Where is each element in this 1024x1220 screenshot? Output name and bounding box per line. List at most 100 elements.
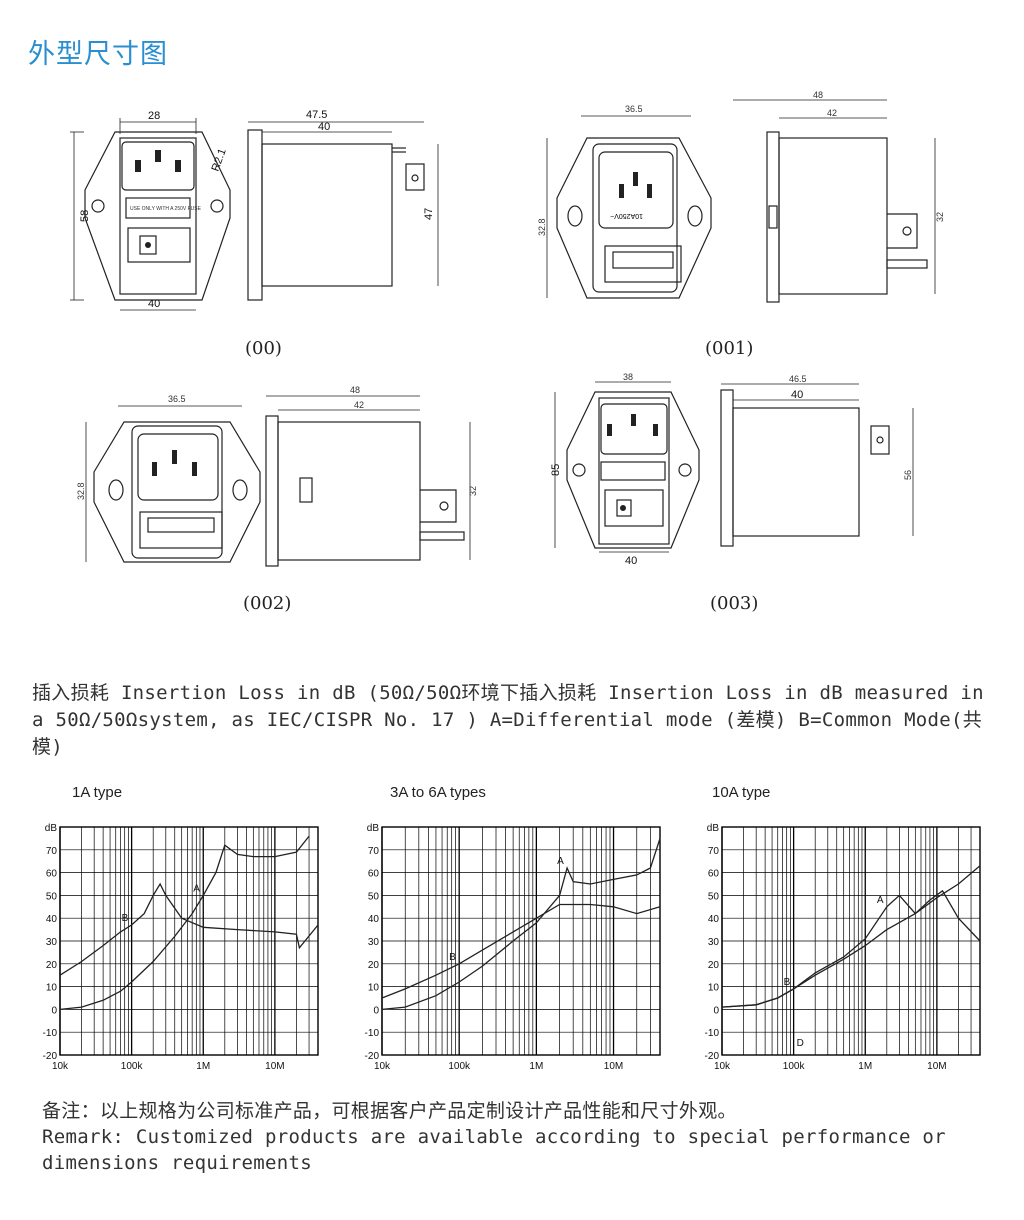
y-tick-label: -10	[705, 1028, 720, 1039]
remark: 备注：以上规格为公司标准产品，可根据客户产品定制设计产品性能和尺寸外观。 Rema…	[42, 1098, 1002, 1176]
y-tick-label: 60	[708, 869, 720, 880]
y-tick-label: 10	[368, 983, 380, 994]
x-tick-label: 1M	[858, 1061, 872, 1072]
y-tick-label: 20	[46, 960, 58, 971]
y-tick-label: 0	[373, 1005, 379, 1016]
dim-w-side-body: 42	[827, 108, 837, 118]
y-tick-label: -20	[705, 1051, 720, 1062]
dim-w-front: 36.5	[625, 104, 643, 114]
series-label-B: B	[122, 913, 129, 924]
dim-h-side: 56	[903, 470, 913, 480]
y-tick-label: -20	[365, 1051, 380, 1062]
dim-radius: R2.1	[210, 147, 229, 173]
y-tick-label: 30	[708, 937, 720, 948]
rating-label: 10A250V~	[610, 212, 643, 219]
series-label-B: B	[449, 952, 456, 963]
caption-00: (00)	[245, 338, 282, 359]
dim-w-side-total: 47.5	[306, 109, 327, 121]
caption-002: (002)	[243, 593, 292, 614]
remark-en: Remark: Customized products are availabl…	[42, 1126, 958, 1174]
socket-pin	[155, 150, 161, 162]
chart-title-3a6a: 3A to 6A types	[390, 784, 486, 801]
caption-001: (001)	[705, 338, 754, 359]
x-tick-label: 1M	[196, 1061, 210, 1072]
series-label-A: A	[557, 856, 564, 867]
x-tick-label: 10M	[265, 1061, 284, 1072]
dim-w-side-body: 42	[354, 400, 364, 410]
drawing-001: 10A250V~ 36.5 32.8 48 42 32	[537, 90, 945, 303]
y-tick-label: -20	[43, 1051, 58, 1062]
x-tick-label: 10M	[927, 1061, 946, 1072]
y-tick-label: 50	[46, 891, 58, 902]
drawing-002: 36.5 32.8 48 42 32	[76, 385, 478, 567]
x-tick-label: 10k	[714, 1061, 731, 1072]
y-tick-label: 40	[708, 914, 720, 925]
dim-w-bottom: 40	[148, 298, 160, 310]
y-tick-label: 40	[368, 914, 380, 925]
series-label-A: A	[193, 883, 200, 894]
fuse-label: USE ONLY WITH A 250V FUSE	[130, 206, 202, 212]
drawing-003: 38 85 40 46.5 40 56	[550, 372, 914, 567]
annotation-label: D	[797, 1038, 804, 1049]
dim-h-flange: 58	[79, 210, 91, 222]
chart-3a-6a: 70 60 50 40 30 20 10 0 -10 -20 dB 10k 100k 1M 10M A B	[365, 823, 661, 1072]
y-tick-label: 20	[708, 960, 720, 971]
y-tick-label: -10	[43, 1028, 58, 1039]
x-tick-label: 100k	[121, 1061, 144, 1072]
chart-title-1a: 1A type	[72, 784, 123, 801]
y-tick-label: 40	[46, 914, 58, 925]
dim-w-side-body: 40	[318, 121, 330, 133]
remark-cn: 备注：以上规格为公司标准产品，可根据客户产品定制设计产品性能和尺寸外观。	[42, 1100, 737, 1122]
page-title: 外型尺寸图	[28, 39, 168, 70]
x-tick-label: 1M	[529, 1061, 543, 1072]
y-axis-label: dB	[367, 823, 380, 834]
dim-w-side-total: 48	[350, 385, 360, 395]
switch-dot	[145, 242, 151, 248]
y-tick-label: 20	[368, 960, 380, 971]
series-label-B: B	[784, 977, 791, 988]
y-tick-label: 0	[713, 1005, 719, 1016]
x-tick-label: 10k	[374, 1061, 391, 1072]
y-tick-label: 10	[708, 983, 720, 994]
dim-w-bottom: 40	[625, 555, 637, 567]
series-line-A	[381, 838, 661, 1011]
dim-h-body: 47	[423, 208, 435, 220]
x-tick-label: 100k	[783, 1061, 806, 1072]
x-tick-label: 10k	[52, 1061, 69, 1072]
y-tick-label: 50	[368, 891, 380, 902]
dim-w-front: 28	[148, 110, 160, 122]
dim-h-side: 32	[468, 486, 478, 496]
socket-pin	[175, 160, 181, 172]
chart-title-10a: 10A type	[712, 784, 771, 801]
dim-h-side: 32	[935, 212, 945, 222]
y-axis-label: dB	[707, 823, 720, 834]
drawing-00: USE ONLY WITH A 250V FUSE 28 58 40 R2.1 …	[70, 109, 439, 311]
insertion-loss-description: 插入损耗 Insertion Loss in dB (50Ω/50Ω环境下插入损…	[32, 682, 996, 758]
y-tick-label: 30	[46, 937, 58, 948]
y-tick-label: 70	[368, 846, 380, 857]
dim-w-side-total: 46.5	[789, 374, 807, 384]
series-line-B	[59, 882, 319, 976]
y-tick-label: 60	[368, 869, 380, 880]
series-line-B	[381, 903, 661, 999]
y-tick-label: 0	[51, 1005, 57, 1016]
socket-pin	[135, 160, 141, 172]
x-tick-label: 100k	[448, 1061, 471, 1072]
dim-h-front: 32.8	[76, 482, 86, 500]
dim-h-front: 85	[550, 464, 562, 476]
series-line-A	[59, 835, 310, 1011]
x-tick-label: 10M	[604, 1061, 623, 1072]
y-tick-label: 10	[46, 983, 58, 994]
y-tick-label: 30	[368, 937, 380, 948]
y-tick-label: 60	[46, 869, 58, 880]
dim-w-front: 38	[623, 372, 633, 382]
dim-w-side-body: 40	[791, 389, 803, 401]
y-tick-label: -10	[365, 1028, 380, 1039]
y-tick-label: 50	[708, 891, 720, 902]
chart-1a: 70 60 50 40 30 20 10 0 -10 -20 dB 10k 100k 1M 10M A B	[43, 823, 319, 1072]
series-line-B	[721, 865, 981, 1008]
y-tick-label: 70	[46, 846, 58, 857]
y-axis-label: dB	[45, 823, 58, 834]
dim-w-front: 36.5	[168, 394, 186, 404]
